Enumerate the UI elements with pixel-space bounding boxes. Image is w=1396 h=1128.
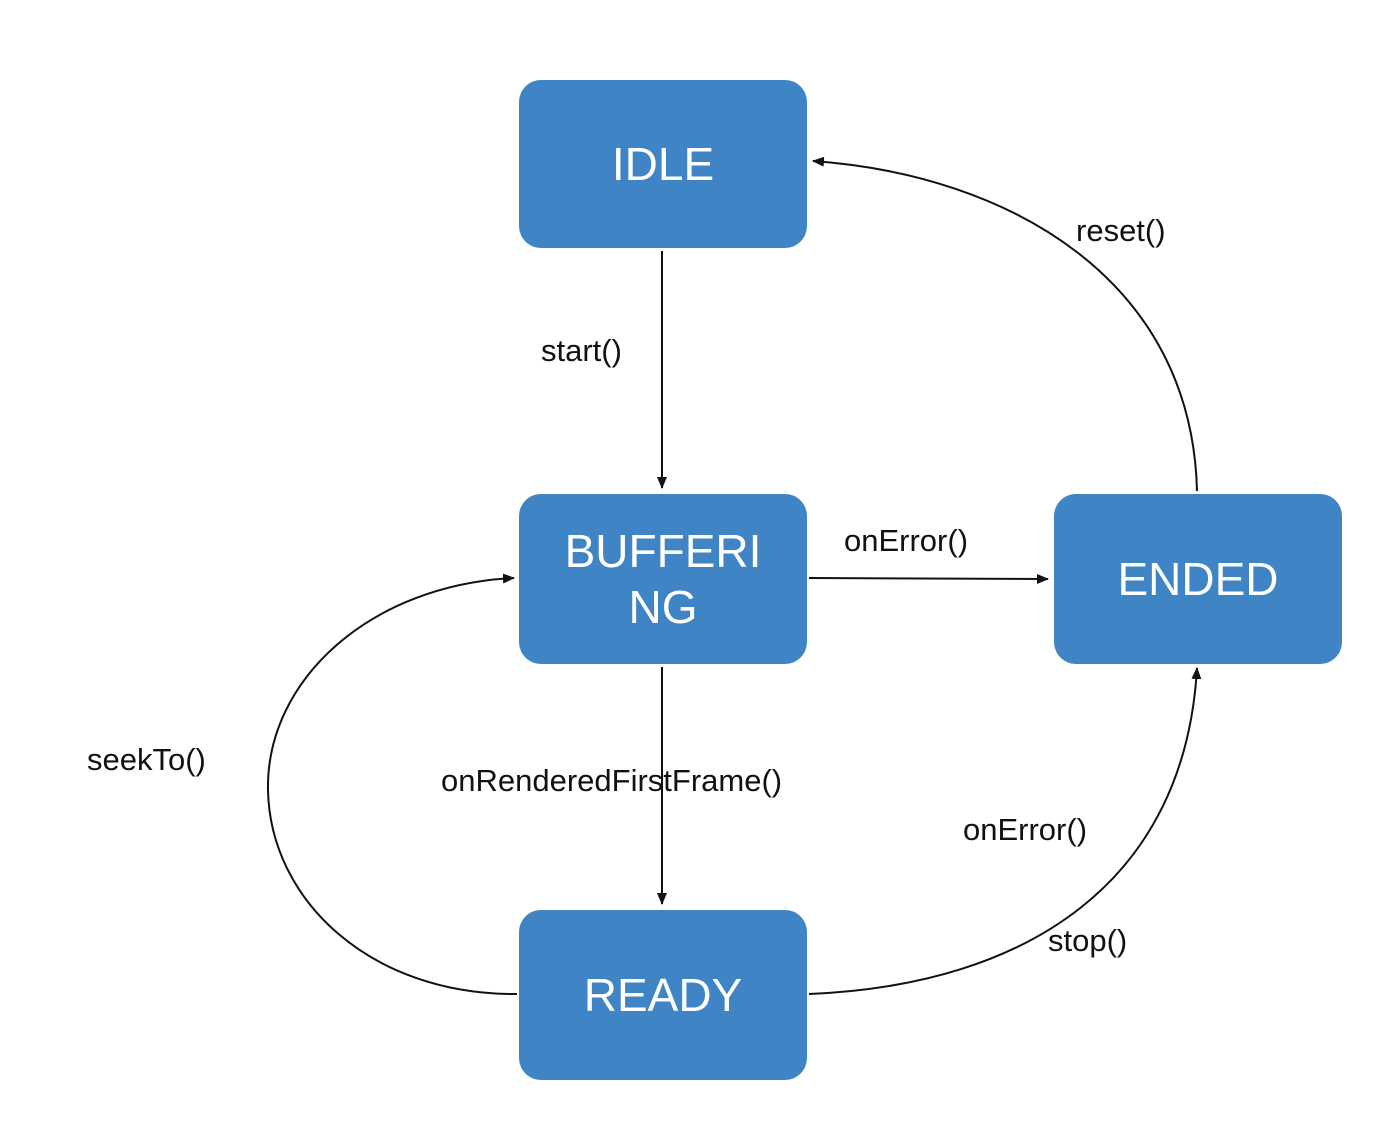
- label-onrenderedfirstframe: onRenderedFirstFrame(): [441, 763, 783, 798]
- state-buffering-label: BUFFERI NG: [565, 523, 762, 635]
- state-buffering-label-line1: BUFFERI: [564, 525, 762, 577]
- label-onerror-buffering: onError(): [844, 523, 969, 558]
- arrow-onerror-buffering: [808, 573, 1049, 584]
- state-buffering: BUFFERI NG: [519, 494, 807, 664]
- label-onerror-ready: onError(): [963, 812, 1088, 847]
- state-ready-label: READY: [583, 969, 743, 1021]
- label-stop: stop(): [1048, 923, 1128, 958]
- state-buffering-label-line2: NG: [628, 581, 698, 633]
- state-idle: IDLE: [519, 80, 807, 248]
- label-reset: reset(): [1076, 213, 1166, 248]
- state-ended: ENDED: [1054, 494, 1342, 664]
- state-ended-label: ENDED: [1117, 553, 1279, 605]
- arrow-reset: [812, 156, 1198, 492]
- state-idle-label: IDLE: [611, 138, 715, 190]
- label-start: start(): [541, 333, 622, 368]
- state-ready: READY: [519, 910, 807, 1080]
- arrow-seekto: [266, 573, 518, 996]
- arrow-stop: [808, 667, 1202, 995]
- label-seekto: seekTo(): [87, 742, 206, 777]
